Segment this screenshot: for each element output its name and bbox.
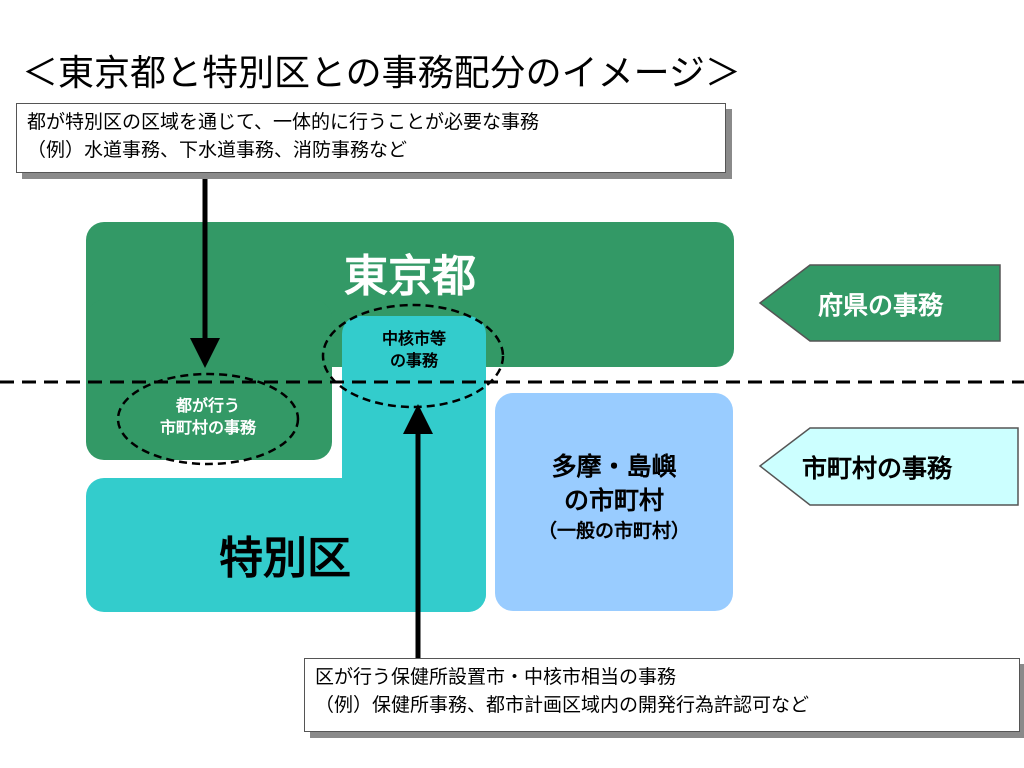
callout-bottom-line2: （例）保健所事務、都市計画区域内の開発行為許認可など: [315, 694, 810, 716]
pref-affairs-label: 府県の事務: [818, 291, 944, 320]
tama-label-line1: 多摩・島嶼: [551, 452, 677, 481]
muni-affairs-shape: [758, 427, 1019, 506]
callout-tokyo-affairs: 都が特別区の区域を通じて、一体的に行うことが必要な事務 （例）水道事務、下水道事…: [16, 103, 726, 173]
tama-block: [495, 393, 733, 611]
core-city-line1: 中核市等: [381, 329, 446, 348]
muni-affairs-label: 市町村の事務: [802, 454, 953, 483]
callout-ward-affairs: 区が行う保健所設置市・中核市相当の事務 （例）保健所事務、都市計画区域内の開発行…: [304, 658, 1020, 732]
core-city-ellipse: [321, 303, 505, 409]
tokyo-label: 東京都: [344, 251, 476, 302]
tokyo-block-lower: [86, 300, 332, 460]
page-title: ＜東京都と特別区との事務配分のイメージ＞: [22, 53, 741, 94]
tokyo-muni-line1: 都が行う: [175, 396, 240, 415]
callout-top-line2: （例）水道事務、下水道事務、消防事務など: [27, 139, 408, 161]
special-wards-column: [342, 316, 486, 612]
tama-label-line3: （一般の市町村）: [537, 520, 690, 542]
arrow-up-head: [403, 404, 433, 434]
tama-label: 多摩・島嶼 の市町村 （一般の市町村）: [495, 450, 733, 544]
tokyo-muni-ellipse: [116, 372, 300, 466]
arrow-down-head: [190, 338, 220, 368]
pref-affairs-shape: [758, 264, 1001, 342]
callout-top-line1: 都が特別区の区域を通じて、一体的に行うことが必要な事務: [27, 111, 540, 133]
core-city-label: 中核市等 の事務: [343, 328, 485, 372]
tokyo-muni-line2: 市町村の事務: [159, 418, 256, 437]
tokyo-muni-label: 都が行う 市町村の事務: [118, 395, 298, 439]
tama-label-line2: の市町村: [563, 486, 664, 515]
core-city-line2: の事務: [389, 351, 438, 370]
callout-bottom-line1: 区が行う保健所設置市・中核市相当の事務: [315, 666, 677, 688]
special-wards-label: 特別区: [219, 533, 351, 584]
